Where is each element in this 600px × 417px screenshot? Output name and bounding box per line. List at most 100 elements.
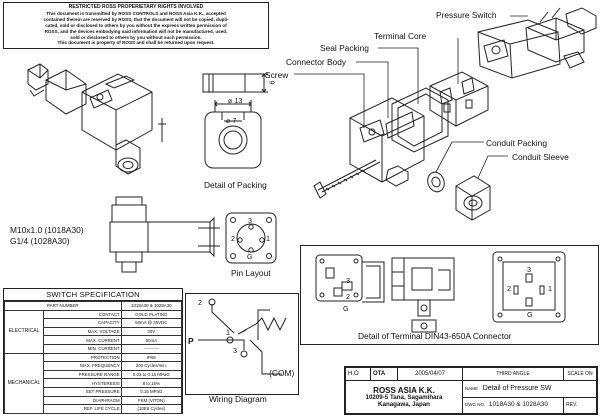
restricted-line: This document is transmitted by ROSS CON… — [46, 10, 226, 16]
spec-value: 50mA — [120, 335, 183, 345]
seal-packing-label: Seal Packing — [320, 43, 369, 53]
spec-key: PROTECTION — [43, 352, 122, 363]
part-number-label: PART NUMBER — [4, 301, 122, 311]
pin-layout-label: Pin Layout — [231, 268, 271, 278]
spec-key: DIAPHRAGM — [43, 395, 122, 406]
drawn-by: H.O — [345, 367, 371, 381]
din-pin-2-label: 2 — [507, 284, 511, 293]
company-block: ROSS ASIA K.K. 10209-5 Tana, Sagamihara … — [345, 380, 463, 414]
spec-key: CONTACT — [43, 309, 122, 320]
thread-label-1: M10x1.0 (1018A30) — [10, 225, 84, 235]
restricted-title: RESTRICTED ROSS PROPERIETARY RIGHTS INVO… — [68, 4, 204, 10]
din-pin-1-label: 1 — [548, 284, 552, 293]
part-number-value: 1018A30 & 1028A30 — [120, 301, 183, 311]
dwg-label: DWG NO. — [465, 402, 486, 408]
name-label: NAME — [465, 385, 479, 391]
scale: SCALE ON — [563, 367, 597, 381]
wiring-pin-3-label: 3 — [233, 346, 237, 355]
restricted-line: ROSS, and the devices embodying said inf… — [44, 28, 228, 34]
spec-value: 8 to 16% — [120, 378, 183, 388]
checked-by: OTA — [370, 367, 398, 381]
din-pin-3-label: 3 — [527, 265, 531, 274]
dwg-no-cell: DWG NO. 1018A30 & 1028A30 — [462, 396, 564, 414]
mechanical-label: MECHANICAL — [4, 352, 44, 414]
drawing-name: Detail of Pressure SW — [482, 384, 552, 392]
spec-key: MAX. CURRENT — [43, 335, 122, 345]
dwg-number: 1018A30 & 1028A30 — [488, 401, 548, 409]
restricted-line: cated, sold or disclosed to others by yo… — [45, 22, 227, 28]
spec-value: IP65 — [120, 352, 183, 363]
restricted-line: sold or disclosed to others by you witho… — [70, 34, 202, 40]
wiring-symbol — [198, 298, 287, 375]
terminal-core-label: Terminal Core — [374, 31, 427, 41]
exploded-view — [313, 7, 597, 221]
terminal-detail — [315, 251, 566, 333]
restricted-line: contained therein are reserved by ROSS, … — [43, 16, 229, 22]
spec-value: 50mA @ 30VDC — [120, 318, 183, 328]
title-block: H.O OTA 2005/04/07 THIRD ANGLE SCALE ON … — [344, 366, 598, 415]
side-view — [109, 196, 220, 273]
wiring-com-label: - (COM) — [264, 368, 295, 378]
title-block-grid: H.O OTA 2005/04/07 THIRD ANGLE SCALE ON … — [345, 367, 597, 414]
pressure-switch-label: Pressure Switch — [436, 10, 497, 20]
pin-3-label: 3 — [248, 216, 252, 225]
leader-lines — [294, 15, 528, 179]
company-address-1: 10209-5 Tana, Sagamihara — [365, 393, 443, 401]
restricted-line: This document is property of ROSS and sh… — [57, 40, 215, 46]
spec-key: REF. LIFE CYCLE — [43, 404, 122, 414]
spec-value: FKM (VITON) — [120, 395, 183, 406]
spec-value: 30V — [120, 326, 183, 337]
conduit-packing-label: Conduit Packing — [486, 138, 547, 148]
spec-grid: PART NUMBER 1018A30 & 1028A30 ELECTRICAL… — [4, 301, 183, 414]
spec-value: 200 Cycles/min. — [120, 361, 183, 371]
terminal-pin-g-label: G — [343, 304, 349, 313]
wiring-frame — [185, 293, 299, 395]
conduit-sleeve-label: Conduit Sleeve — [512, 152, 569, 162]
wiring-p-label: P — [188, 336, 194, 346]
terminal-detail-label: Detail of Terminal DIN43-650A Connector — [358, 331, 512, 341]
spec-value: 0.03 to 0.15 MPaG — [120, 369, 183, 380]
pin-g-label: G — [247, 252, 253, 261]
switch-spec-table: SWITCH SPECIFICATION PART NUMBER 1018A30… — [3, 288, 183, 414]
drawing-name-cell: NAME Detail of Pressure SW — [462, 380, 597, 398]
thread-label-2: G1/4 (1028A30) — [10, 236, 70, 246]
electrical-label: ELECTRICAL — [4, 309, 44, 354]
drawing-date: 2005/04/07 — [397, 367, 463, 381]
pin-1-label: 1 — [266, 234, 270, 243]
spec-value: ---------- — [120, 343, 183, 354]
spec-key: SET PRESSURE — [43, 386, 122, 397]
dim-6-label: 6 — [267, 80, 277, 85]
spec-value: GOLD PLATING — [120, 309, 183, 320]
company-name: ROSS ASIA K.K. — [373, 385, 435, 395]
revision: REV. — [563, 396, 597, 414]
wiring-diagram-label: Wiring Diagram — [209, 394, 267, 404]
packing-detail — [202, 73, 268, 169]
spec-key: MAX. FREQUENCY — [43, 361, 122, 371]
screw-label: Screw — [265, 70, 289, 80]
wiring-pin-2-label: 2 — [198, 298, 202, 307]
spec-key: MIN. CURRENT — [43, 343, 122, 354]
terminal-pin-2-label: 2 — [346, 292, 350, 301]
spec-key: HYSTERESIS — [43, 378, 122, 388]
terminal-detail-frame — [300, 245, 599, 345]
wiring-pin-1-label: 1 — [226, 328, 230, 337]
dim-13-label: ⌀ 13 — [228, 96, 243, 105]
company-address-2: Kanagawa, Japan — [378, 400, 430, 408]
assembled-switch — [27, 63, 166, 175]
projection-angle: THIRD ANGLE — [462, 367, 564, 381]
spec-key: CAPACITY — [43, 318, 122, 328]
spec-value: 0.15 MPaG — [120, 386, 183, 397]
spec-title: SWITCH SPECIFICATION — [4, 289, 182, 301]
restricted-notice: RESTRICTED ROSS PROPERIETARY RIGHTS INVO… — [3, 2, 269, 50]
spec-key: MAX. VOLTAGE — [43, 326, 122, 337]
spec-value: (10E6 Cycles) — [120, 404, 183, 414]
detail-of-packing-label: Detail of Packing — [204, 180, 267, 190]
pin-2-label: 2 — [231, 234, 235, 243]
terminal-pin-3-label: 3 — [346, 276, 350, 285]
connector-body-label: Connector Body — [286, 57, 347, 67]
spec-key: PRESSURE RANGE — [43, 369, 122, 380]
dim-7-label: ⌀ 7 — [226, 116, 237, 125]
dim-7-value: 7 — [232, 116, 237, 125]
din-pin-g-label: G — [527, 310, 533, 319]
